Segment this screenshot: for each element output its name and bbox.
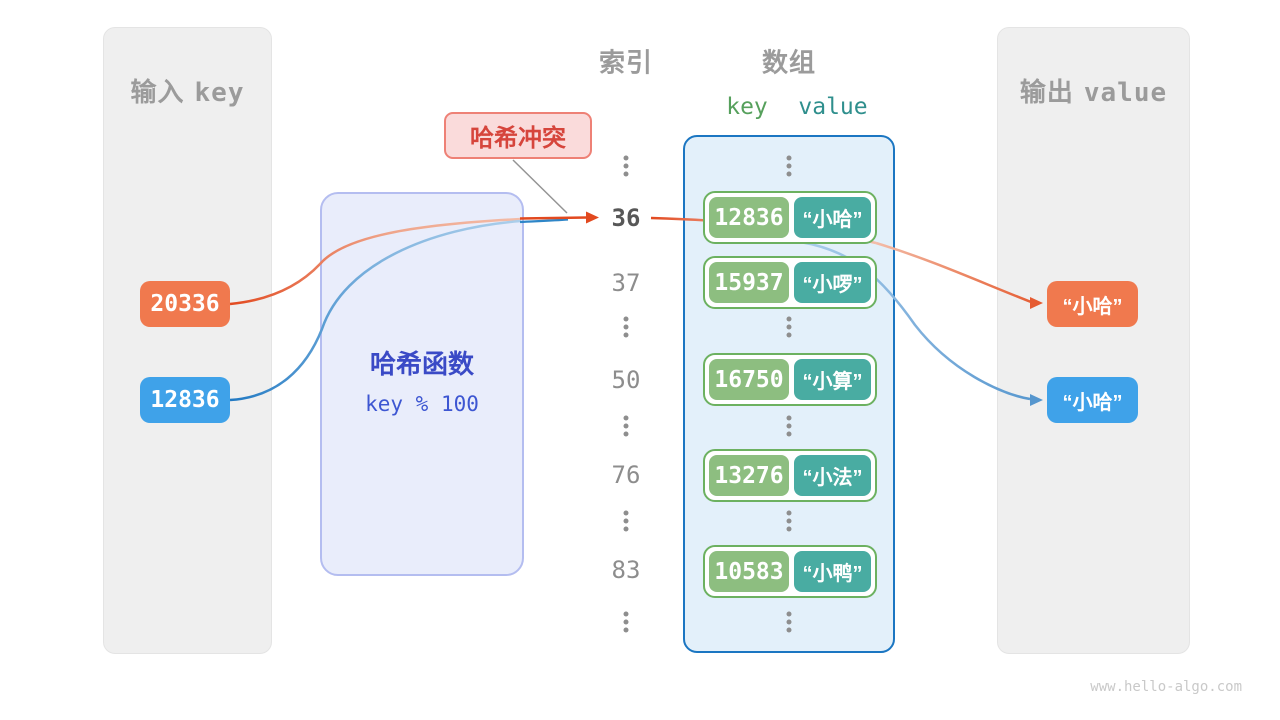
input-title-en: key: [194, 78, 245, 108]
index-83: 83: [611, 556, 641, 584]
output-value-orange: “小哈”: [1047, 281, 1138, 327]
output-title-en: value: [1083, 78, 1168, 108]
entry-key: 16750: [709, 359, 789, 400]
input-panel-title: 输入 key: [104, 72, 271, 109]
input-key-20336: 20336: [140, 281, 230, 327]
input-title-zh: 输入: [130, 77, 185, 107]
ellipsis-dots: [786, 155, 792, 177]
hash-function-formula: key % 100: [365, 392, 479, 416]
entry-value: “小鸭”: [794, 551, 871, 592]
array-entry-row: 12836 “小哈”: [703, 191, 877, 244]
index-37: 37: [611, 269, 641, 297]
entry-value: “小算”: [794, 359, 871, 400]
ellipsis-dots: [623, 316, 629, 338]
hash-function-box: 哈希函数 key % 100: [320, 192, 524, 576]
array-entry-row: 10583 “小鸭”: [703, 545, 877, 598]
output-value-blue: “小哈”: [1047, 377, 1138, 423]
entry-value: “小法”: [794, 455, 871, 496]
entry-value: “小啰”: [794, 262, 871, 303]
array-column-title: 数组: [761, 47, 817, 78]
array-entry-row: 15937 “小啰”: [703, 256, 877, 309]
entry-key: 12836: [709, 197, 789, 238]
output-panel: 输出 value: [997, 27, 1190, 654]
array-entry-row: 16750 “小算”: [703, 353, 877, 406]
entry-value: “小哈”: [794, 197, 871, 238]
ellipsis-dots: [786, 316, 792, 338]
output-title-zh: 输出: [1019, 77, 1074, 107]
curve-blue-merge-segment: [519, 218, 569, 224]
hash-function-title: 哈希函数: [369, 349, 474, 379]
ellipsis-dots: [786, 415, 792, 437]
array-value-header: value: [798, 94, 868, 120]
ellipsis-dots: [623, 155, 629, 177]
ellipsis-dots: [623, 611, 629, 633]
index-76: 76: [611, 461, 641, 489]
arrow-hash-to-index-head: [586, 211, 599, 224]
index-50: 50: [611, 366, 641, 394]
arrow-hash-to-index-line: [519, 216, 588, 220]
output-panel-title: 输出 value: [998, 72, 1189, 109]
ellipsis-dots: [623, 510, 629, 532]
entry-key: 10583: [709, 551, 789, 592]
index-36: 36: [611, 204, 641, 232]
hash-collision-badge: 哈希冲突: [444, 112, 592, 159]
ellipsis-dots: [623, 415, 629, 437]
entry-key: 13276: [709, 455, 789, 496]
array-key-header: key: [726, 94, 768, 120]
index-column-title: 索引: [598, 47, 654, 78]
ellipsis-dots: [786, 510, 792, 532]
input-key-12836: 12836: [140, 377, 230, 423]
input-panel: 输入 key: [103, 27, 272, 654]
ellipsis-dots: [786, 611, 792, 633]
array-entry-row: 13276 “小法”: [703, 449, 877, 502]
watermark: www.hello-algo.com: [1090, 679, 1242, 695]
entry-key: 15937: [709, 262, 789, 303]
